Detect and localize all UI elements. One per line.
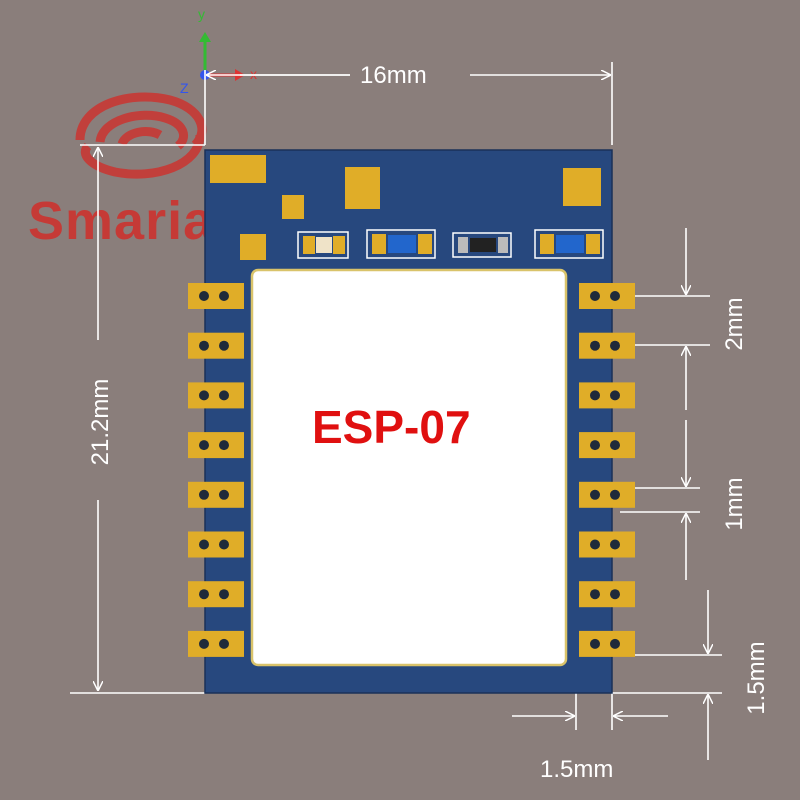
pad-right-7 — [579, 581, 635, 608]
pad-right-6 — [579, 531, 635, 558]
edge-vertical-label: 1.5mm — [743, 641, 770, 715]
pad-right-1 — [579, 283, 635, 309]
pad-right-5 — [579, 481, 635, 508]
width-dimension-label: 16mm — [360, 62, 427, 89]
top-pads — [210, 155, 601, 260]
pad-right-8 — [579, 630, 635, 657]
axis-y-label: y — [198, 6, 205, 22]
rf-shield — [250, 268, 568, 667]
pad-left-8 — [188, 630, 244, 657]
pad-pitch-label: 2mm — [721, 297, 748, 351]
pad-left-7 — [188, 581, 244, 608]
height-dimension-label: 21.2mm — [87, 378, 114, 466]
pad-right-2 — [579, 332, 635, 359]
module-name: ESP-07 — [312, 401, 471, 453]
pad-right-3 — [579, 382, 635, 409]
smd-components — [297, 229, 604, 259]
pad-width-label: 1mm — [721, 477, 748, 531]
left-pad-column — [188, 283, 244, 657]
logo-swirl-icon — [75, 92, 207, 179]
right-pad-column — [579, 283, 635, 657]
pad-left-4 — [188, 432, 244, 459]
edge-horizontal-label: 1.5mm — [540, 756, 614, 783]
axis-x-label: x — [250, 66, 257, 82]
axis-z-label: Z — [180, 80, 189, 96]
pad-left-1 — [188, 283, 244, 309]
pad-right-4 — [579, 432, 635, 459]
pad-left-2 — [188, 332, 244, 359]
pad-left-3 — [188, 382, 244, 409]
pad-left-6 — [188, 531, 244, 558]
pad-left-5 — [188, 481, 244, 508]
